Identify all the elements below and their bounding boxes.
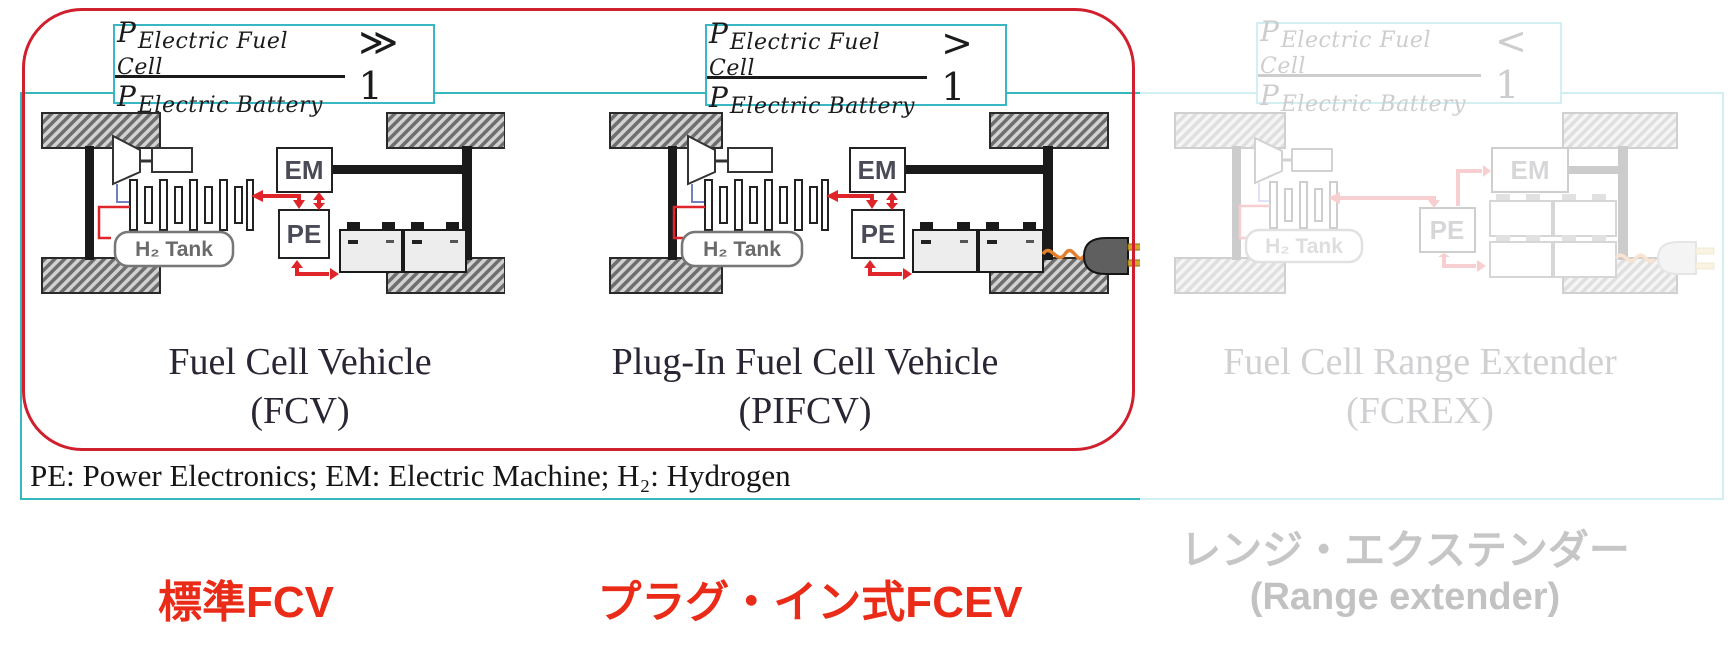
fraction-denominator: PElectric Battery [117, 79, 323, 118]
relation-symbol: ≫ 1 [358, 20, 399, 108]
battery-pack [912, 222, 1044, 273]
pifcv-diagram: H₂ Tank EM PE [609, 112, 1140, 294]
pe-box: PE [278, 209, 330, 259]
svg-text:H₂ Tank: H₂ Tank [703, 238, 781, 261]
abbreviation-legend: PE: Power Electronics; EM: Electric Mach… [30, 458, 791, 493]
pifcv-title-line2: (PIFCV) [738, 390, 872, 432]
pifcv-title: Plug-In Fuel Cell Vehicle (PIFCV) [555, 338, 1055, 436]
axles [668, 146, 1053, 260]
fuel-cell-stack [129, 179, 254, 231]
fade-overlay [1140, 0, 1732, 512]
fraction: PElectric Fuel Cell PElectric Battery [707, 17, 928, 119]
h2-tank: H₂ Tank [680, 230, 804, 268]
pe-box: PE [851, 209, 905, 259]
power-flow-arrows [826, 190, 912, 280]
svg-text:PE: PE [861, 219, 896, 249]
fcv-title-line1: Fuel Cell Vehicle [168, 341, 432, 383]
air-compressor-icon [112, 134, 193, 203]
svg-text:EM: EM [285, 155, 324, 185]
wheels [41, 112, 505, 294]
fraction-numerator: PElectric Fuel Cell [707, 17, 928, 81]
fraction-numerator: PElectric Fuel Cell [115, 16, 345, 80]
power-ratio-formula-fcv: PElectric Fuel Cell PElectric Battery ≫ … [113, 16, 435, 118]
relation-symbol: > 1 [941, 21, 973, 109]
power-flow-arrows [251, 190, 339, 280]
fraction-denominator: PElectric Battery [709, 80, 915, 119]
red-highlight-box [22, 8, 1135, 451]
label-range-extender-en: (Range extender) [1249, 576, 1561, 618]
fcv-diagram: H₂ Tank EM PE [41, 112, 505, 294]
air-compressor-icon [687, 134, 773, 203]
fcv-title-line2: (FCV) [250, 390, 350, 432]
label-range-extender-jp: レンジ・エクステンダー [1180, 527, 1630, 573]
svg-text:H₂ Tank: H₂ Tank [135, 238, 213, 261]
battery-pack [339, 222, 467, 273]
em-box: EM [276, 147, 333, 193]
fraction: PElectric Fuel Cell PElectric Battery [115, 16, 345, 118]
pifcv-title-line1: Plug-In Fuel Cell Vehicle [611, 341, 999, 383]
h2-tank: H₂ Tank [113, 230, 235, 268]
svg-text:PE: PE [287, 219, 322, 249]
em-box: EM [849, 147, 906, 193]
svg-text:EM: EM [858, 155, 897, 185]
label-standard-fcv: 標準FCV [158, 578, 334, 627]
h2-fuel-line [672, 205, 705, 240]
label-range-extender: レンジ・エクステンダー (Range extender) [1095, 526, 1715, 620]
axles [85, 146, 472, 260]
label-plugin-fcev: プラグ・イン式FCEV [597, 578, 1023, 627]
fuel-cell-stack [704, 179, 829, 231]
fcv-title: Fuel Cell Vehicle (FCV) [50, 338, 550, 436]
power-ratio-formula-pifcv: PElectric Fuel Cell PElectric Battery > … [705, 17, 1007, 119]
h2-fuel-line [97, 205, 130, 240]
